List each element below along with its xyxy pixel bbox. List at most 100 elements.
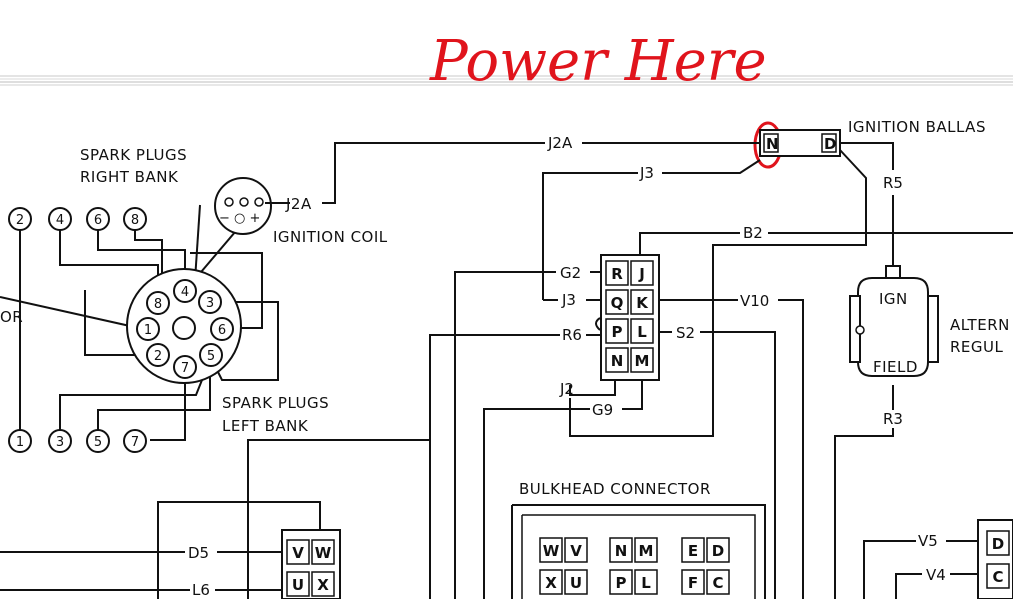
distributor-terminal <box>198 290 222 314</box>
coil-terminals: − ○ + <box>219 211 260 226</box>
distributor-terminal-number: 2 <box>154 349 162 364</box>
spark-plugs-left-label-2: LEFT BANK <box>222 417 309 435</box>
connector-pin-letter: R <box>611 265 623 283</box>
bulkhead-cell <box>564 569 588 595</box>
connector-cell <box>605 260 629 286</box>
bulkhead-cell <box>539 569 563 595</box>
connector-cell <box>630 289 654 315</box>
spark-plug-number: 3 <box>56 435 64 450</box>
connector-pin-letter: L <box>637 323 647 341</box>
distributor-terminal-number: 3 <box>206 296 214 311</box>
connector-pin-letter: X <box>317 576 329 594</box>
connector-pin-letter: J <box>638 265 645 283</box>
wire-label-g2: G2 <box>560 264 581 282</box>
bulkhead-pin-letter: E <box>688 542 698 560</box>
bulkhead-cell <box>634 569 658 595</box>
spark-plugs-right-label-2: RIGHT BANK <box>80 168 179 186</box>
regulator-ign-label: IGN <box>879 290 908 308</box>
connector-cell <box>605 289 629 315</box>
wire-label-r3: R3 <box>883 410 903 428</box>
connector-pin-letter: V <box>292 544 304 562</box>
bulkhead-pin-letter: N <box>615 542 628 560</box>
spark-plug-right <box>86 207 110 231</box>
spark-plug-number: 7 <box>131 435 139 450</box>
connector-pin-letter: P <box>612 323 623 341</box>
wire-label-j2a-coil: J2A <box>285 195 312 213</box>
connector-pin-letter: K <box>636 294 649 312</box>
distributor-terminal-number: 4 <box>181 285 189 300</box>
distributor-terminal-number: 8 <box>154 297 162 312</box>
wire-label-v5: V5 <box>918 532 938 550</box>
bulkhead-pin-letter: F <box>688 574 698 592</box>
ignition-coil: − ○ + <box>214 177 290 235</box>
spark-plug-left <box>123 429 147 453</box>
wire-network <box>0 142 1013 599</box>
connector-cell <box>986 563 1010 589</box>
spark-plug-right <box>8 207 32 231</box>
spark-plugs-right-label-1: SPARK PLUGS <box>80 146 187 164</box>
connector-cell <box>286 571 310 597</box>
spark-plug-number: 6 <box>94 213 102 228</box>
bulkhead-cell <box>681 569 705 595</box>
wire-label-g9: G9 <box>592 401 613 419</box>
wire-label-j2a: J2A <box>547 134 573 152</box>
bulkhead-pin-letter: U <box>570 574 582 592</box>
spark-plug-right <box>48 207 72 231</box>
ignition-ballast-label: IGNITION BALLAS <box>848 118 986 136</box>
ignition-ballast-resistor: N D <box>759 129 841 157</box>
partial-label-left: OR <box>0 308 23 326</box>
bulkhead-pin-letter: M <box>639 542 654 560</box>
power-here-annotation: Power Here <box>429 29 767 94</box>
connector-cell <box>605 347 629 373</box>
connector-cell <box>286 539 310 565</box>
bulkhead-cell <box>539 537 563 563</box>
connector-pin-letter: U <box>292 576 304 594</box>
regulator-field-label: FIELD <box>873 358 918 376</box>
bulkhead-pin-letter: C <box>712 574 723 592</box>
distributor-terminal <box>146 291 170 315</box>
spark-plug-left <box>86 429 110 453</box>
connector-cell <box>605 318 629 344</box>
connector-pin-letter: D <box>992 535 1004 553</box>
spark-plug-number: 4 <box>56 213 64 228</box>
bulkhead-pin-letter: V <box>570 542 582 560</box>
bulkhead-cell <box>681 537 705 563</box>
distributor-terminal <box>173 355 197 379</box>
wire-label-b2: B2 <box>743 224 763 242</box>
bulkhead-pin-letter: X <box>545 574 557 592</box>
bulkhead-pin-letter: D <box>712 542 724 560</box>
alternator-label-2: REGUL <box>950 338 1004 356</box>
spark-plug-number: 2 <box>16 213 24 228</box>
ignition-coil-label: IGNITION COIL <box>273 228 388 246</box>
wire-label-l6: L6 <box>192 581 210 599</box>
spark-plug-right <box>123 207 147 231</box>
distributor-terminal-number: 1 <box>144 323 152 338</box>
distributor-terminal-number: 6 <box>218 323 226 338</box>
bulkhead-cell <box>706 569 730 595</box>
wire-label-s2: S2 <box>676 324 695 342</box>
bulkhead-cell <box>564 537 588 563</box>
distributor-terminal-number: 7 <box>181 361 189 376</box>
bulkhead-pin-letter: P <box>616 574 627 592</box>
distributor-terminal <box>210 317 234 341</box>
bulkhead-pin-letter: W <box>543 542 560 560</box>
ballast-pin-right: D <box>824 135 836 153</box>
alternator-regulator: IGN FIELD <box>849 265 939 377</box>
distributor-terminal <box>199 343 223 367</box>
connector-pin-letter: C <box>992 568 1003 586</box>
distributor-terminal <box>136 317 160 341</box>
wire-label-j2: J2 <box>559 380 574 398</box>
connector-cell <box>986 530 1010 556</box>
spark-plug-left <box>48 429 72 453</box>
bulkhead-cell <box>706 537 730 563</box>
spark-plug-number: 5 <box>94 435 102 450</box>
connector-cell <box>311 571 335 597</box>
wire-label-r5: R5 <box>883 174 903 192</box>
connector-pin-letter: Q <box>611 294 624 312</box>
wire-label-d5: D5 <box>188 544 209 562</box>
